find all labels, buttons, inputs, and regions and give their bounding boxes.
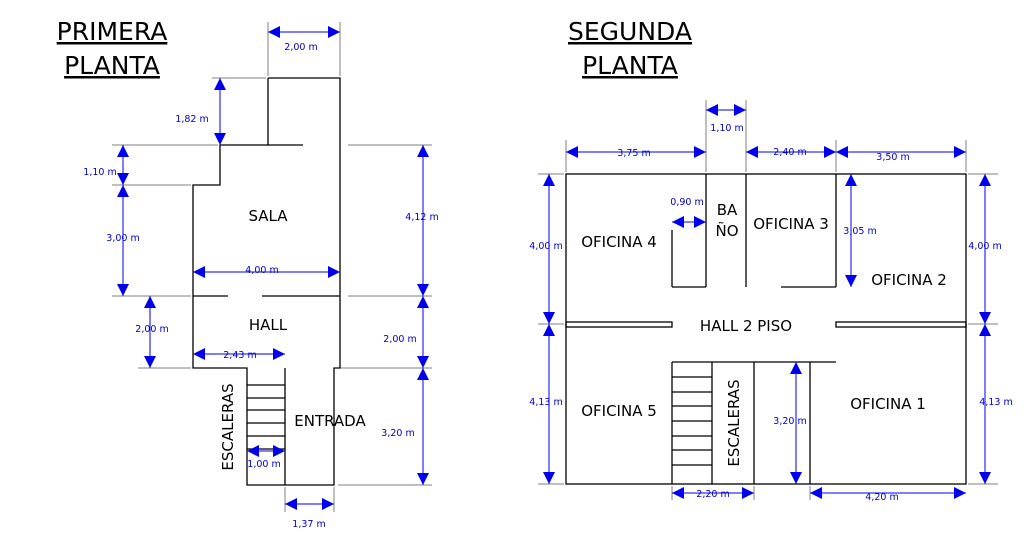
dim-tower-height: 1,82 m (175, 114, 208, 125)
dim-sala-width: 4,00 m (245, 265, 278, 276)
first-floor-title-line1: PRIMERA (57, 17, 168, 46)
first-floor-stair-steps (247, 384, 285, 450)
first-floor-dimension-arrows (117, 26, 429, 510)
second-floor-walls (565, 173, 967, 485)
dim-door-width: 0,90 m (670, 197, 703, 208)
dim-hall-height: 2,00 m (135, 324, 168, 335)
dim-step-height: 1,10 m (83, 167, 116, 178)
hall-2-piso-label: HALL 2 PISO (700, 317, 792, 335)
oficina-4-label: OFICINA 4 (581, 233, 657, 251)
bano-label-line2: ÑO (715, 221, 738, 240)
dim-right-bottom-height: 4,13 m (979, 397, 1012, 408)
dim-sala-height: 3,00 m (106, 233, 139, 244)
second-floor-extension-lines (538, 100, 998, 500)
dim-oficina-1-height: 3,20 m (773, 416, 806, 427)
oficina-2-label: OFICINA 2 (871, 271, 947, 289)
sala-label: SALA (248, 207, 288, 225)
dim-right-hall-height: 2,00 m (383, 334, 416, 345)
dim-left-top-height: 4,00 m (529, 241, 562, 252)
dim-top-center: 2,40 m (773, 147, 806, 158)
second-floor-title-line1: SEGUNDA (568, 17, 692, 46)
dim-tower-width: 2,00 m (284, 42, 317, 53)
dim-right-height: 4,12 m (405, 212, 438, 223)
oficina-5-label: OFICINA 5 (581, 402, 657, 420)
hall-label: HALL (249, 316, 288, 334)
dim-left-bottom-height: 4,13 m (529, 397, 562, 408)
escaleras-label-first: ESCALERAS (219, 383, 237, 470)
bano-label-line1: BA (717, 201, 738, 219)
dim-oficina-3-height: 3,05 m (843, 226, 876, 237)
dim-top-left: 3,75 m (617, 148, 650, 159)
oficina-1-label: OFICINA 1 (850, 395, 926, 413)
dim-top-middle: 1,10 m (710, 123, 743, 134)
escaleras-label-second: ESCALERAS (725, 379, 743, 466)
dim-entrada-height: 3,20 m (381, 428, 414, 439)
second-floor-title-line2: PLANTA (582, 51, 678, 80)
entrada-label: ENTRADA (294, 412, 366, 430)
dim-bottom-width: 1,37 m (292, 519, 325, 530)
dim-hall-width: 2,43 m (223, 350, 256, 361)
dim-stair-width: 1,00 m (247, 459, 280, 470)
second-floor-dimension-arrows (543, 104, 991, 499)
oficina-3-label: OFICINA 3 (753, 215, 829, 233)
dim-right-top-height: 4,00 m (968, 241, 1001, 252)
dim-oficina-1-width: 4,20 m (865, 492, 898, 503)
dim-stair-width-second: 2,20 m (696, 489, 729, 500)
dim-top-right: 3,50 m (876, 152, 909, 163)
second-floor-stair-steps (672, 376, 712, 466)
first-floor-title-line2: PLANTA (64, 51, 160, 80)
